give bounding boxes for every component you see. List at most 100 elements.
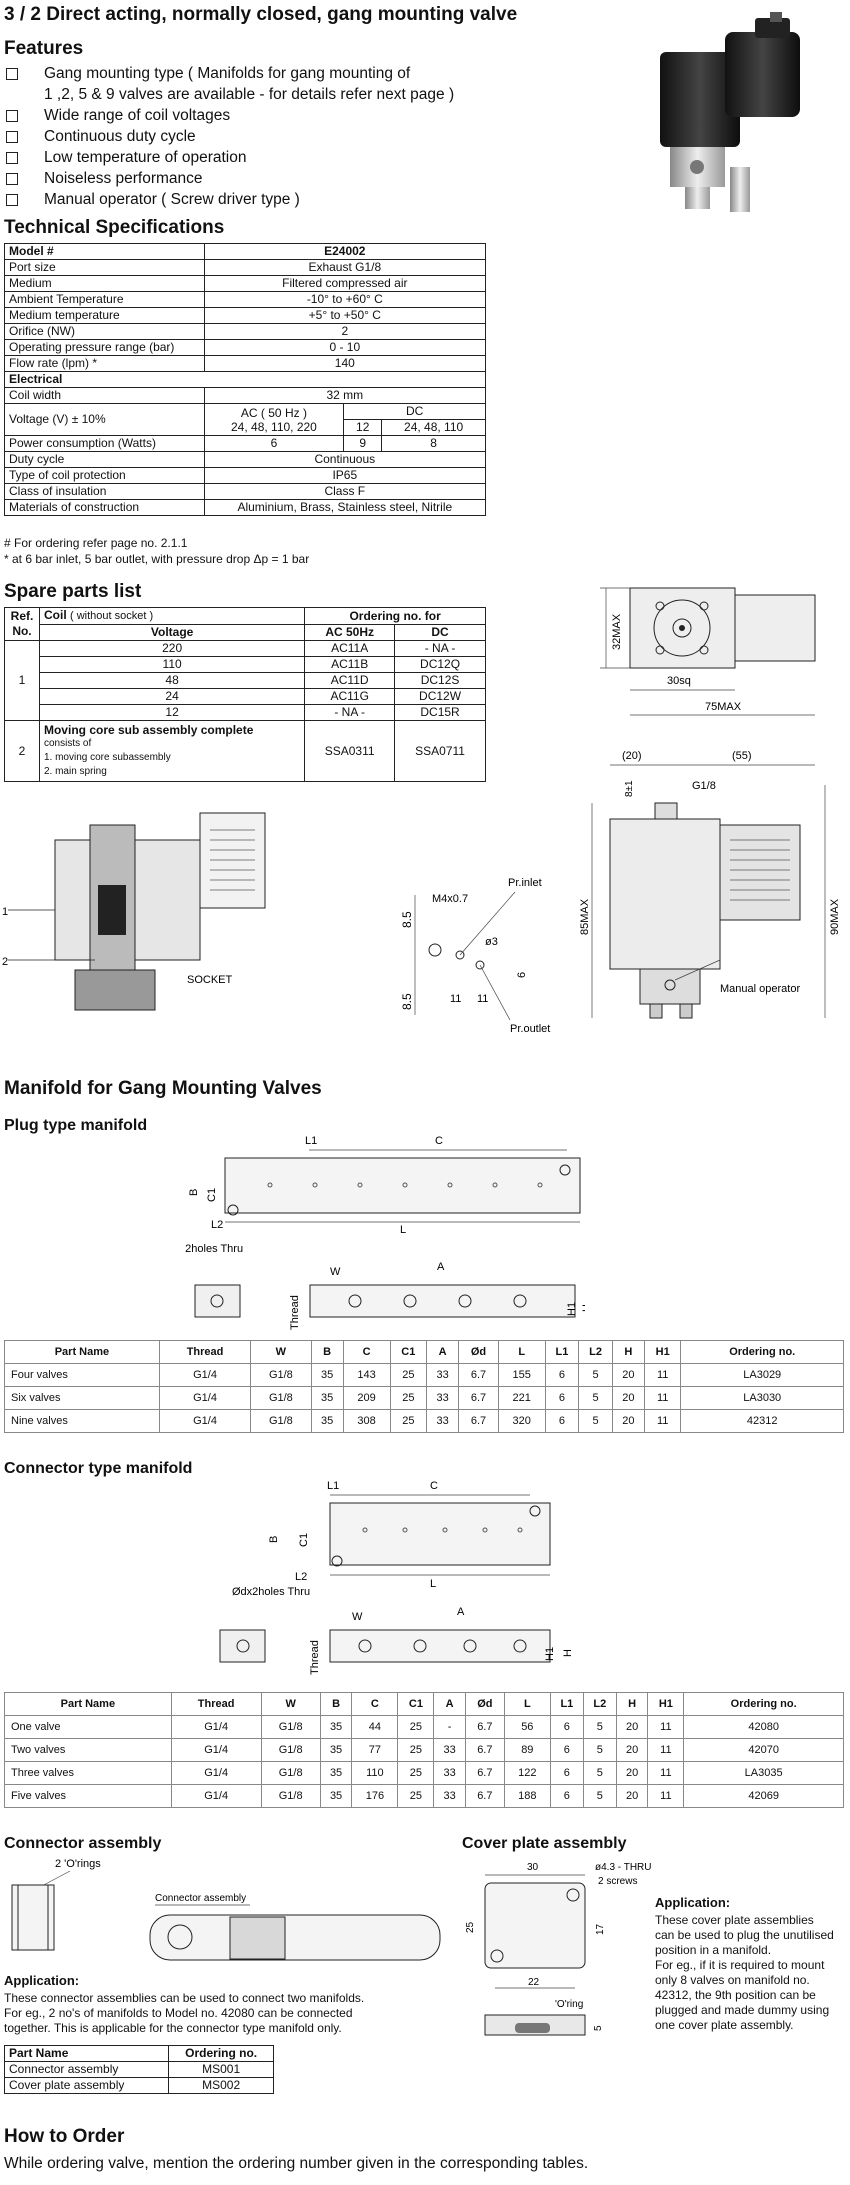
dim-22: 22 bbox=[528, 1977, 540, 1988]
section-label-2: 2 bbox=[2, 956, 8, 968]
svg-text:L2: L2 bbox=[295, 1571, 307, 1583]
dim-85max: 85MAX bbox=[579, 898, 591, 935]
dim-75max: 75MAX bbox=[705, 701, 742, 713]
dim-5: 5 bbox=[593, 2025, 604, 2031]
dim-30: 30 bbox=[527, 1862, 539, 1873]
dim-l1: L1 bbox=[305, 1135, 317, 1147]
manifold-heading: Manifold for Gang Mounting Valves bbox=[4, 1078, 322, 1099]
dim-32max: 32MAX bbox=[611, 613, 623, 650]
feature-item: Wide range of coil voltages bbox=[4, 105, 594, 126]
dim-20: (20) bbox=[622, 750, 642, 762]
spare-parts-table: Ref.No.Coil ( without socket )Ordering n… bbox=[4, 607, 486, 782]
cover-plate-heading: Cover plate assembly bbox=[462, 1835, 627, 1852]
checkbox-icon bbox=[6, 152, 18, 164]
feature-item: Noiseless performance bbox=[4, 168, 594, 189]
checkbox-icon bbox=[6, 131, 18, 143]
svg-text:L1: L1 bbox=[327, 1480, 339, 1492]
svg-text:A: A bbox=[457, 1606, 465, 1618]
valve-photo bbox=[660, 12, 800, 212]
connector-app-heading: Application: bbox=[4, 1973, 80, 1988]
connector-assembly-drawing: 2 'O'rings Connector assembly bbox=[11, 1858, 441, 1961]
tech-heading: Technical Specifications bbox=[4, 217, 225, 238]
svg-text:Thread: Thread bbox=[309, 1640, 321, 1675]
feature-item: Low temperature of operation bbox=[4, 147, 594, 168]
dim-11-right: 11 bbox=[477, 993, 488, 1005]
top-view-drawing: 32MAX 30sq 75MAX bbox=[600, 587, 816, 716]
dim-h: H bbox=[581, 1304, 585, 1312]
label-manual-operator: Manual operator bbox=[720, 983, 800, 995]
label-m4: M4x0.7 bbox=[432, 893, 468, 905]
spare-heading: Spare parts list bbox=[4, 581, 142, 602]
svg-text:Ødx2holes Thru: Ødx2holes Thru bbox=[232, 1586, 310, 1598]
cover-plate-drawing: 30 ø4.3 - THRU 2 screws 25 17 22 'O'ring… bbox=[465, 1862, 652, 2036]
checkbox-icon bbox=[6, 194, 18, 206]
how-to-order-text: While ordering valve, mention the orderi… bbox=[4, 2155, 589, 2172]
cover-app-heading: Application: bbox=[655, 1895, 731, 1910]
tech-note-2: * at 6 bar inlet, 5 bar outlet, with pre… bbox=[4, 552, 310, 566]
connector-manifold-heading: Connector type manifold bbox=[4, 1460, 193, 1477]
port-detail-drawing: 8.5 8.5 M4x0.7 Pr.inlet ø3 6 11 11 Pr.ou… bbox=[400, 877, 550, 1035]
label-connector-assembly: Connector assembly bbox=[155, 1893, 246, 1904]
dim-8: 8±1 bbox=[624, 780, 635, 797]
svg-text:C1: C1 bbox=[298, 1533, 310, 1547]
page-title: 3 / 2 Direct acting, normally closed, ga… bbox=[4, 4, 518, 25]
dim-6: 6 bbox=[516, 972, 528, 978]
dim-8-5-bottom: 8.5 bbox=[400, 993, 414, 1010]
connector-assembly-heading: Connector assembly bbox=[4, 1835, 162, 1852]
dim-90max: 90MAX bbox=[829, 898, 841, 935]
feature-item: Gang mounting type ( Manifolds for gang … bbox=[4, 63, 594, 105]
svg-text:B: B bbox=[268, 1536, 280, 1543]
dim-11-left: 11 bbox=[450, 993, 461, 1005]
dim-w: W bbox=[330, 1266, 341, 1278]
checkbox-icon bbox=[6, 173, 18, 185]
features-list: Gang mounting type ( Manifolds for gang … bbox=[4, 63, 594, 210]
svg-text:L: L bbox=[430, 1578, 436, 1590]
dim-c1: C1 bbox=[206, 1188, 218, 1202]
svg-text:H1: H1 bbox=[544, 1647, 556, 1661]
dim-8-5-top: 8.5 bbox=[400, 911, 414, 928]
dim-c: C bbox=[435, 1135, 443, 1147]
dim-30sq: 30sq bbox=[667, 675, 691, 687]
label-o-rings: 2 'O'rings bbox=[55, 1858, 101, 1870]
label-2-screws: 2 screws bbox=[598, 1876, 637, 1887]
front-view-drawing: (20) (55) 8±1 G1/8 85MAX 90MAX Manual op… bbox=[579, 750, 841, 1019]
section-label-1: 1 bbox=[2, 906, 8, 918]
dim-h1: H1 bbox=[566, 1302, 578, 1316]
svg-text:W: W bbox=[352, 1611, 363, 1623]
label-pr-inlet: Pr.inlet bbox=[508, 877, 542, 889]
dim-thru: ø4.3 - THRU bbox=[595, 1862, 652, 1873]
svg-text:C: C bbox=[430, 1480, 438, 1492]
dim-55: (55) bbox=[732, 750, 752, 762]
checkbox-icon bbox=[6, 68, 18, 80]
how-to-order-heading: How to Order bbox=[4, 2126, 125, 2147]
label-o-ring: 'O'ring bbox=[555, 1999, 583, 2010]
dim-25: 25 bbox=[465, 1921, 476, 1933]
dim-17: 17 bbox=[595, 1923, 606, 1935]
dim-o3: ø3 bbox=[485, 936, 498, 948]
label-pr-outlet: Pr.outlet bbox=[510, 1023, 550, 1035]
feature-item: Manual operator ( Screw driver type ) bbox=[4, 189, 594, 210]
dim-a: A bbox=[437, 1261, 445, 1273]
section-view-drawing: 1 2 SOCKET bbox=[2, 812, 266, 1011]
dim-g18: G1/8 bbox=[692, 780, 716, 792]
checkbox-icon bbox=[6, 110, 18, 122]
section-label-socket: SOCKET bbox=[187, 974, 233, 986]
dim-od: Ødx2holes Thru bbox=[185, 1243, 243, 1255]
plug-manifold-drawing: L1 C B C1 L2 L Ødx2holes Thru W A Thread… bbox=[185, 1135, 585, 1330]
dim-l: L bbox=[400, 1224, 406, 1236]
connector-manifold-drawing: L1 C B C1 L2 L Ødx2holes Thru W A Thread… bbox=[219, 1480, 574, 1675]
dim-b: B bbox=[188, 1189, 200, 1196]
dim-l2: L2 bbox=[211, 1219, 223, 1231]
